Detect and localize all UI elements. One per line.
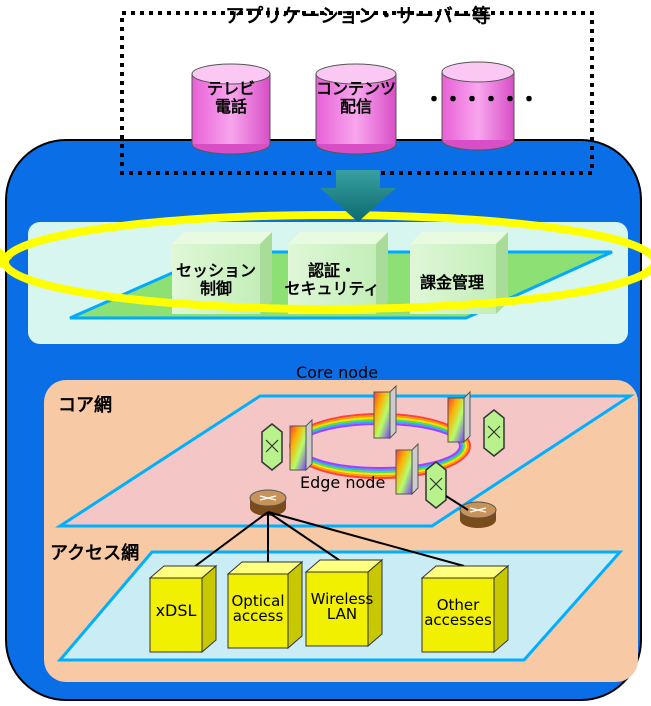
core-node-bottom: [395, 442, 419, 496]
function-label-session: セッション 制御: [175, 261, 256, 299]
core-node-right: [447, 390, 471, 444]
access-links: [189, 511, 465, 571]
edge-node-right: [483, 409, 505, 457]
function-label-auth: 認証・ セキュリティ: [284, 261, 380, 299]
other-server: [441, 61, 515, 151]
core-node-top: [373, 384, 397, 440]
function-label-billing: 課金管理: [419, 273, 484, 292]
down-arrow-icon: [320, 170, 396, 222]
access-label-xdsl: xDSL: [155, 601, 197, 620]
core-node-label: Core node: [296, 363, 379, 382]
edge-node-bottom: [425, 461, 447, 509]
edge-router-link: [445, 495, 469, 511]
wireless-lan-box: [304, 558, 384, 648]
tv-phone-server: [191, 63, 271, 155]
edge-node-label: Edge node: [300, 473, 386, 492]
server-label-more: ・・・・・・: [422, 88, 540, 113]
core-node-left: [289, 418, 313, 472]
xdsl-box: [148, 564, 218, 654]
optical-access-box: [226, 560, 304, 650]
server-label-tv-phone: テレビ 電話: [206, 79, 255, 117]
core-network-label: コア網: [58, 395, 112, 416]
auth-security-box: [288, 232, 388, 314]
ring-tip-icon: [0, 248, 12, 268]
content-delivery-server: [315, 63, 397, 155]
application-group-title: アプリケーション・サーバー等: [225, 5, 491, 27]
access-label-optical: Optical access: [231, 592, 285, 625]
edge-router: [459, 501, 497, 528]
other-accesses-box: [420, 564, 510, 654]
access-label-other: Other accesses: [424, 596, 492, 629]
edge-node-left: [261, 423, 283, 471]
access-router: [249, 489, 287, 516]
server-label-content: コンテンツ 配信: [315, 79, 396, 117]
access-label-wireless: Wireless LAN: [310, 590, 374, 623]
access-network-label: アクセス網: [50, 543, 140, 564]
